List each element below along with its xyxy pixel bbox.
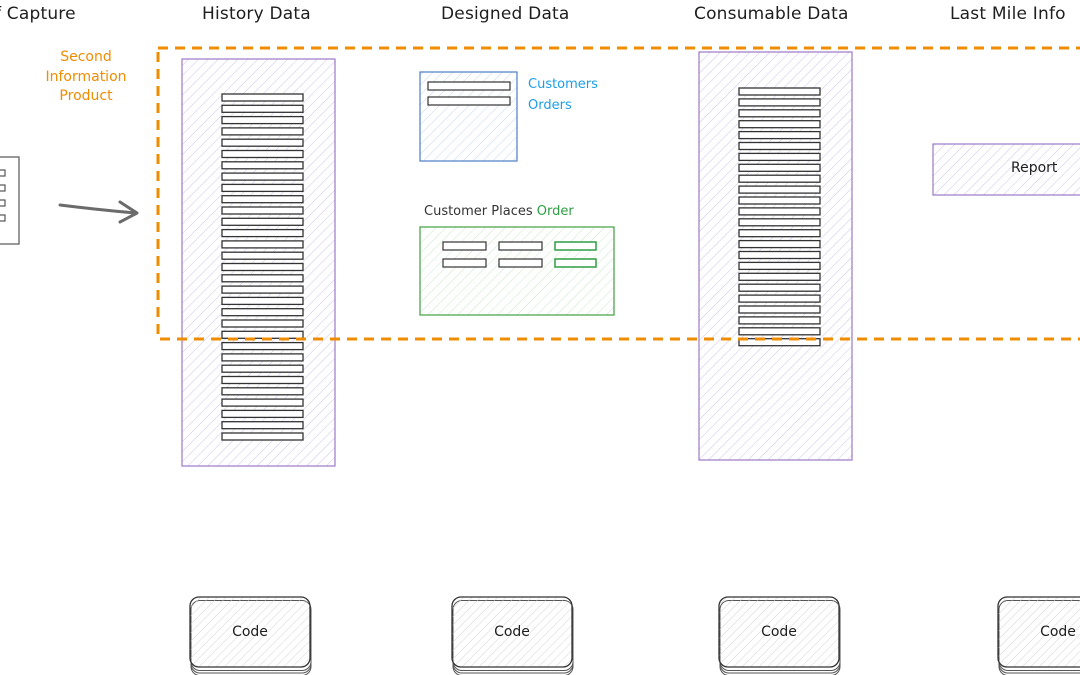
column-title-last-mile-info: Last Mile Info — [950, 4, 1066, 24]
column-title-designed-data: Designed Data — [441, 4, 570, 24]
table-row-bar — [221, 206, 304, 215]
second-information-product-label: Second Information Product — [30, 48, 142, 107]
table-row-bar — [221, 183, 304, 193]
table-row-bar — [738, 120, 821, 129]
customer-places-order-box — [419, 226, 615, 316]
column-title-history-data: History Data — [202, 4, 311, 24]
table-row-bar — [221, 115, 304, 125]
table-row-bar — [738, 316, 821, 325]
table-row-bar — [738, 239, 821, 249]
table-row-bar — [221, 274, 304, 283]
consumable-data-table — [698, 51, 853, 461]
second-product-line: Information — [45, 68, 127, 85]
second-product-line: Second — [60, 49, 112, 65]
code-box — [997, 596, 1080, 675]
table-row-bar — [738, 272, 821, 281]
table-row-bar — [221, 409, 304, 419]
code-box — [189, 596, 312, 675]
table-row-bar — [221, 149, 304, 159]
table-row-bar — [221, 319, 304, 328]
table-row-bar — [738, 141, 821, 151]
table-row-bar — [738, 109, 821, 118]
customers-orders-box — [419, 71, 518, 162]
table-row-bar — [221, 364, 304, 373]
table-row-bar — [738, 327, 821, 336]
table-row-bar — [738, 305, 821, 314]
code-boxes — [189, 596, 1080, 675]
table-row-bar — [738, 218, 821, 227]
table-row-bar — [221, 375, 304, 385]
orders-label: Orders — [528, 98, 572, 113]
table-row-bar — [221, 341, 304, 351]
table-row-bar — [738, 294, 821, 303]
caption-highlight: Order — [536, 204, 574, 219]
table-row-bar — [221, 240, 304, 249]
arrow-right-icon — [58, 200, 139, 224]
table-row-bar — [738, 229, 821, 238]
report-label: Report — [1011, 160, 1058, 176]
table-row-bar — [221, 93, 304, 102]
code-label: Code — [232, 624, 268, 640]
table-row-bar — [221, 251, 304, 260]
table-row-bar — [221, 353, 304, 362]
table-row-bar — [221, 398, 304, 407]
table-row-bar — [221, 217, 304, 226]
caption-prefix: Customer Places — [424, 204, 533, 219]
table-row-bar — [221, 228, 304, 238]
table-row-bar — [738, 261, 821, 271]
report-box — [932, 143, 1080, 196]
table-row-bar — [221, 330, 304, 339]
table-row-bar — [221, 195, 304, 204]
table-row-bar — [738, 207, 821, 216]
table-row-bar — [738, 152, 821, 162]
table-row-bar — [738, 196, 821, 205]
second-information-product-region — [156, 46, 1080, 341]
capture-box — [0, 156, 20, 245]
code-box — [718, 596, 841, 675]
column-title-consumable-data: Consumable Data — [694, 4, 849, 24]
table-row-bar — [738, 185, 821, 194]
code-label: Code — [494, 624, 530, 640]
table-row-bar — [221, 138, 304, 147]
table-row-bar — [738, 98, 821, 107]
history-data-table — [181, 58, 336, 467]
table-row-bar — [221, 308, 304, 317]
table-row-bar — [738, 250, 821, 260]
table-row-bar — [221, 127, 304, 136]
table-row-bar — [221, 421, 304, 430]
table-row-bar — [738, 163, 821, 172]
table-row-bar — [738, 283, 821, 292]
customers-label: Customers — [528, 77, 598, 92]
second-product-line: Product — [59, 88, 113, 104]
table-row-bar — [221, 172, 304, 181]
column-title-capture: f Capture — [0, 4, 76, 24]
table-row-bar — [738, 87, 821, 96]
code-label: Code — [761, 624, 797, 640]
customer-places-order-caption: Customer Places Order — [424, 204, 574, 219]
code-label: Code — [1040, 624, 1076, 640]
table-row-bar — [221, 262, 304, 272]
table-row-bar — [221, 161, 304, 170]
table-row-bar — [221, 296, 304, 306]
table-row-bar — [738, 174, 821, 183]
code-box — [451, 596, 574, 675]
table-row-bar — [221, 387, 304, 396]
table-row-bar — [221, 432, 304, 441]
table-row-bar — [221, 104, 304, 113]
table-row-bar — [738, 130, 821, 140]
table-row-bar — [221, 285, 304, 294]
